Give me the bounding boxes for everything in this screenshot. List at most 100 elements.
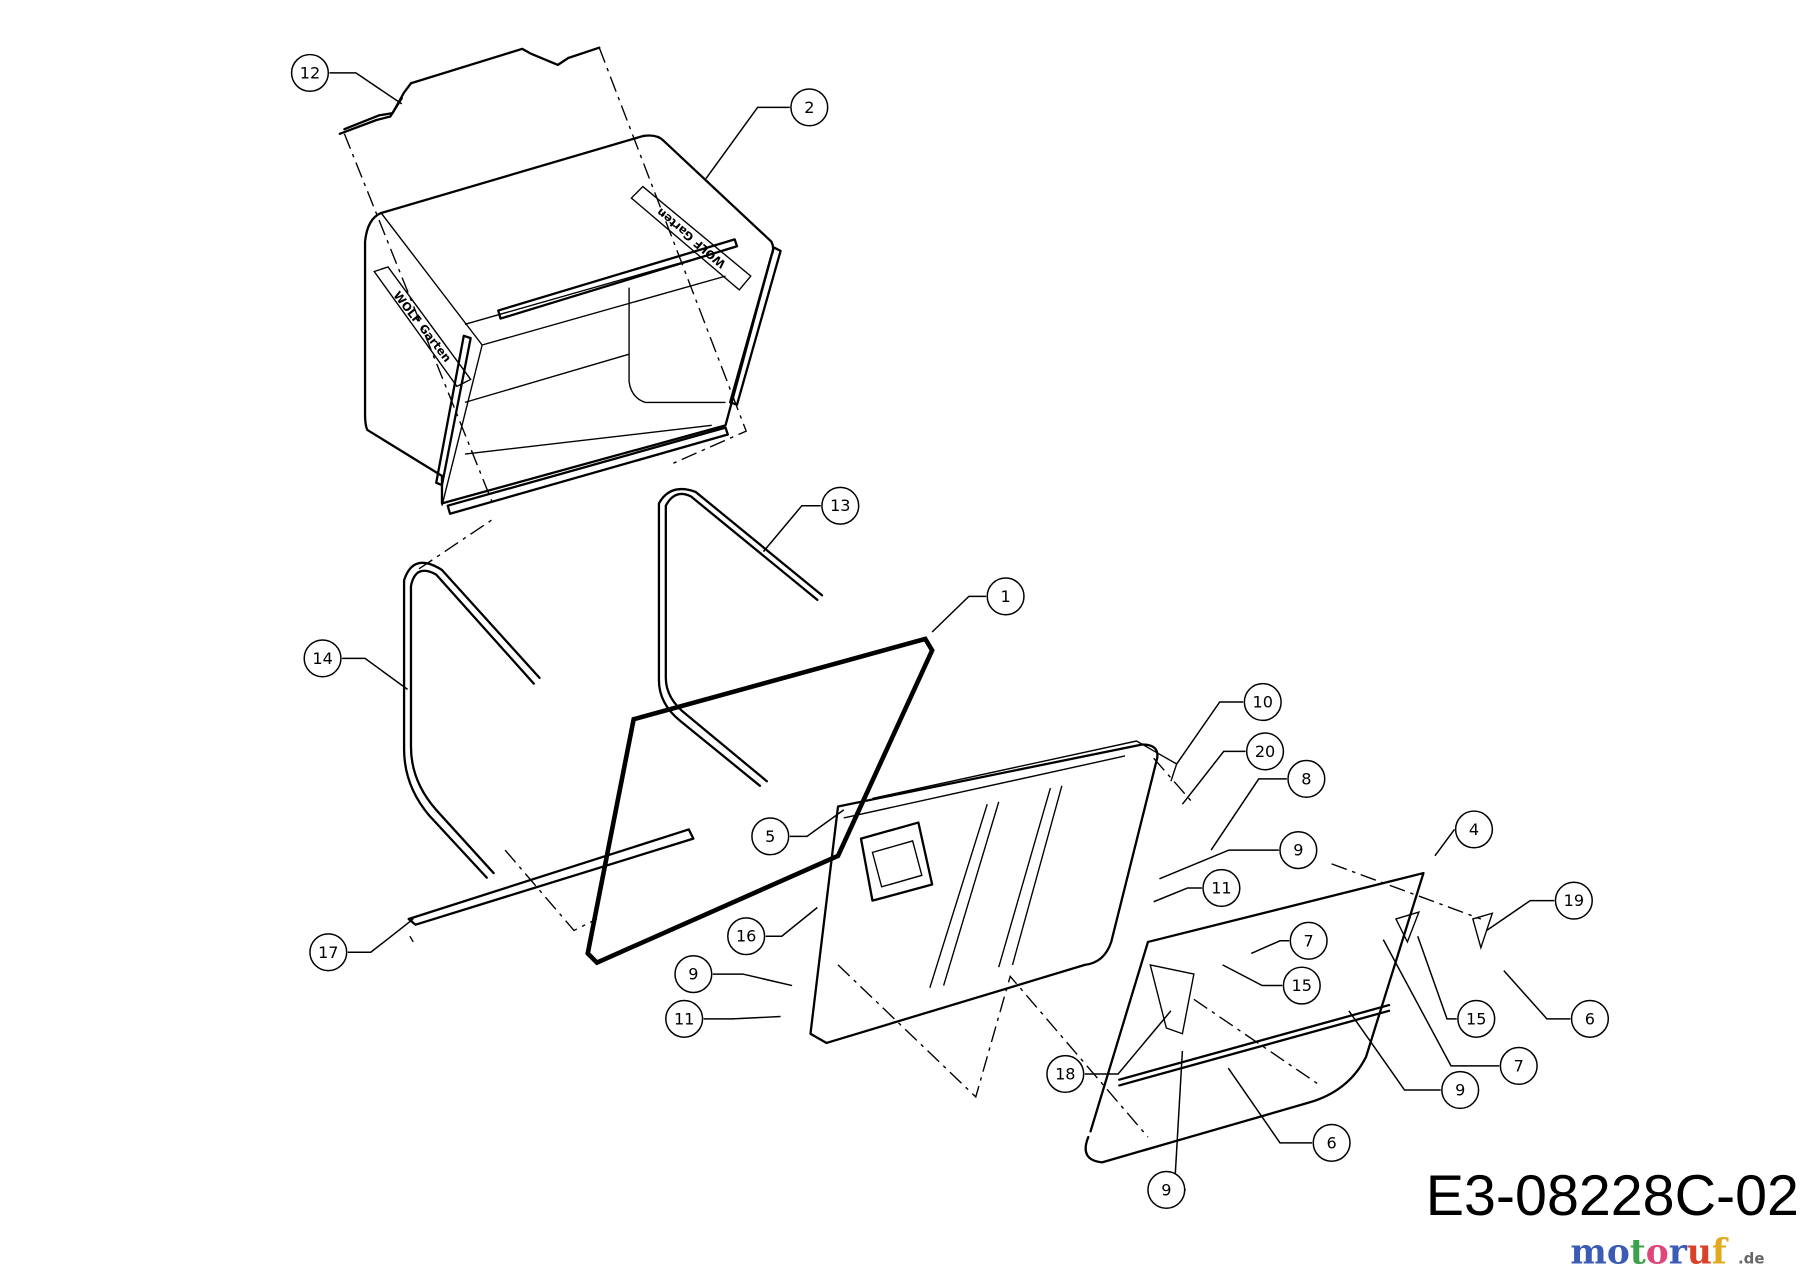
callout-circle bbox=[674, 954, 713, 994]
callout-19: 19 bbox=[1486, 881, 1593, 932]
callout-13: 13 bbox=[762, 486, 860, 553]
callout-number: 1 bbox=[1000, 587, 1010, 606]
callout-circle bbox=[1147, 1170, 1186, 1210]
callout-number: 9 bbox=[1455, 1081, 1465, 1100]
callout-number: 19 bbox=[1564, 891, 1584, 910]
callout-9: 9 bbox=[1348, 1010, 1480, 1110]
leader-line bbox=[1222, 964, 1283, 987]
side-frame-left-part bbox=[402, 561, 541, 879]
callout-circle bbox=[1554, 881, 1593, 920]
callout-6: 6 bbox=[1227, 1067, 1351, 1162]
callout-circle bbox=[1282, 966, 1321, 1005]
callout-number: 11 bbox=[674, 1009, 694, 1028]
callout-circle bbox=[790, 88, 829, 127]
callout-number: 15 bbox=[1466, 1009, 1486, 1028]
leader-line bbox=[1348, 1010, 1441, 1091]
callout-20: 20 bbox=[1181, 732, 1285, 805]
callout-circle bbox=[303, 639, 342, 678]
leader-line bbox=[1434, 828, 1456, 857]
leader-line bbox=[1153, 887, 1202, 903]
callout-number: 13 bbox=[830, 496, 850, 515]
callout-circle bbox=[1243, 682, 1282, 722]
callout-circle bbox=[821, 486, 860, 525]
callout-number: 11 bbox=[1211, 878, 1231, 897]
handle-bar-part bbox=[338, 46, 601, 135]
callout-circle bbox=[727, 917, 766, 956]
callout-circle bbox=[665, 999, 704, 1038]
leader-line bbox=[1417, 935, 1457, 1020]
leader-line bbox=[329, 72, 403, 105]
callout-9: 9 bbox=[1159, 830, 1318, 880]
callout-circle bbox=[1245, 732, 1285, 771]
watermark-suffix: .de bbox=[1738, 1249, 1764, 1267]
callout-7: 7 bbox=[1382, 939, 1538, 1086]
callout-number: 12 bbox=[300, 63, 320, 82]
callout-number: 10 bbox=[1253, 693, 1273, 712]
callout-number: 9 bbox=[688, 965, 698, 984]
callout-1: 1 bbox=[931, 577, 1025, 633]
leader-line bbox=[1382, 939, 1500, 1067]
leader-line bbox=[765, 906, 818, 937]
callout-number: 9 bbox=[1161, 1180, 1171, 1199]
grass-catcher-bag-part: WOLF Garten WOLF Garten bbox=[363, 134, 782, 515]
callout-10: 10 bbox=[1176, 682, 1282, 765]
callout-12: 12 bbox=[290, 53, 403, 105]
callout-9: 9 bbox=[674, 954, 793, 994]
leader-line bbox=[1250, 940, 1290, 955]
callout-18: 18 bbox=[1046, 1010, 1172, 1094]
callout-circle bbox=[751, 817, 790, 856]
callout-circle bbox=[1279, 830, 1318, 870]
side-frame-right-part bbox=[657, 488, 824, 787]
leader-line bbox=[1159, 849, 1279, 880]
callout-number: 7 bbox=[1304, 931, 1314, 950]
callout-8: 8 bbox=[1210, 759, 1326, 851]
seal-gasket-part bbox=[585, 636, 935, 966]
leader-line bbox=[1173, 1050, 1186, 1191]
callout-number: 6 bbox=[1585, 1009, 1595, 1028]
leader-line bbox=[705, 106, 790, 179]
callout-number: 2 bbox=[804, 98, 814, 117]
callout-number: 14 bbox=[312, 649, 332, 668]
motoruf-watermark-logo: motoruf .de bbox=[1570, 1232, 1764, 1272]
brand-decal-right: WOLF Garten bbox=[630, 185, 752, 291]
callout-11: 11 bbox=[1153, 868, 1241, 908]
leader-line bbox=[1486, 899, 1555, 932]
leader-line bbox=[1503, 970, 1571, 1020]
callout-number: 9 bbox=[1293, 841, 1303, 860]
leader-line bbox=[931, 595, 987, 633]
callout-14: 14 bbox=[303, 639, 408, 690]
callout-circle bbox=[1312, 1123, 1351, 1162]
bottom-rail-part bbox=[407, 828, 695, 926]
leader-line bbox=[762, 504, 821, 553]
leader-line bbox=[1210, 778, 1287, 851]
leader-line bbox=[789, 809, 845, 838]
callout-circle bbox=[309, 933, 348, 972]
leader-line bbox=[1181, 750, 1246, 805]
callout-circle bbox=[1289, 921, 1328, 960]
leader-line bbox=[1227, 1067, 1313, 1144]
callout-4: 4 bbox=[1434, 810, 1494, 857]
callout-number: 16 bbox=[736, 927, 756, 946]
callout-circle bbox=[1202, 868, 1241, 908]
callout-5: 5 bbox=[751, 809, 845, 856]
lid-plate-part bbox=[809, 740, 1178, 1045]
alignment-lines bbox=[343, 47, 1482, 1138]
leader-line bbox=[347, 918, 414, 954]
callout-number: 6 bbox=[1327, 1133, 1337, 1152]
callout-number: 7 bbox=[1514, 1056, 1524, 1075]
callout-number: 8 bbox=[1301, 769, 1311, 788]
callout-6: 6 bbox=[1503, 970, 1610, 1038]
leader-line bbox=[1176, 701, 1244, 765]
callout-circle bbox=[1457, 999, 1496, 1038]
callout-17: 17 bbox=[309, 918, 414, 972]
callout-circle bbox=[1499, 1046, 1538, 1086]
callout-number: 4 bbox=[1469, 820, 1479, 839]
callout-11: 11 bbox=[665, 999, 781, 1038]
drawing-code: E3-08228C-02 bbox=[1426, 1164, 1799, 1228]
leader-line bbox=[342, 657, 408, 690]
lower-frame-part bbox=[1084, 871, 1494, 1164]
callout-9: 9 bbox=[1147, 1050, 1186, 1210]
leader-line bbox=[712, 973, 793, 987]
